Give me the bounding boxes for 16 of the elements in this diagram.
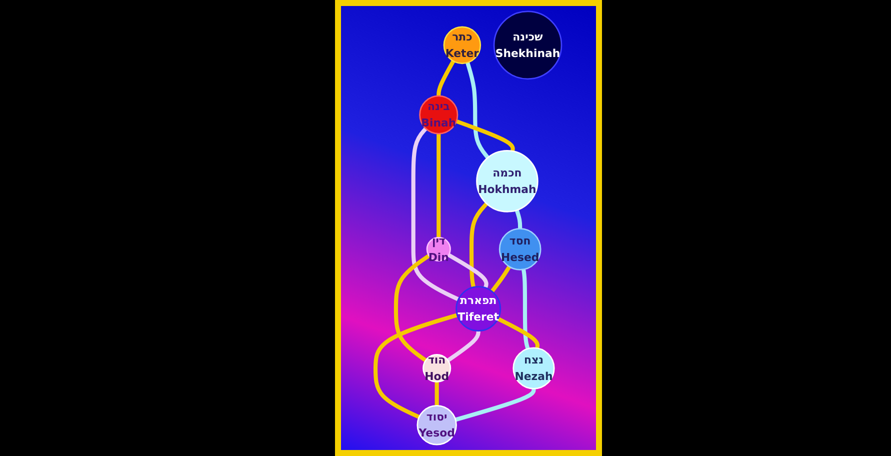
connector — [448, 253, 488, 289]
connector — [411, 127, 460, 302]
connector — [469, 202, 488, 288]
connector — [497, 316, 540, 349]
connector — [466, 62, 490, 159]
connector — [373, 313, 458, 419]
connector — [456, 119, 515, 152]
connector — [454, 388, 536, 422]
connector — [394, 254, 430, 362]
connector — [436, 133, 441, 238]
connector — [434, 382, 439, 406]
connector — [521, 268, 530, 350]
connector — [490, 266, 512, 293]
connector — [446, 330, 480, 362]
connector — [436, 60, 456, 97]
connector — [514, 209, 522, 230]
